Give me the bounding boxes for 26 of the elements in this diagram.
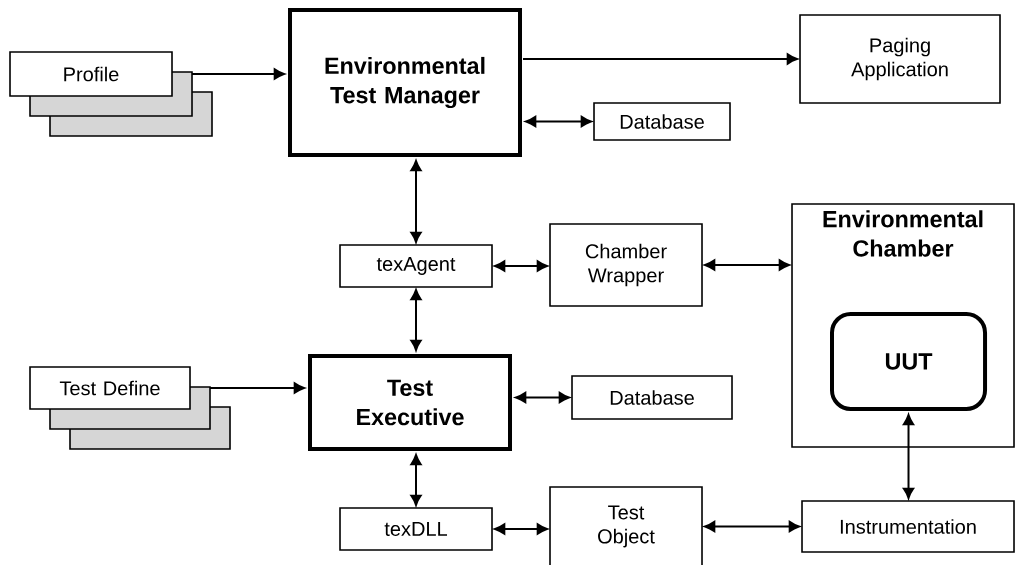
process-box: Database (593, 102, 731, 141)
arrow (522, 53, 798, 65)
process-box: texAgent (339, 244, 493, 288)
process-box: Database (571, 375, 733, 420)
document-stack: Profile (9, 51, 213, 137)
arrow (704, 259, 790, 271)
process-box: Paging Application (799, 14, 1001, 104)
process-box: Instrumentation (801, 500, 1015, 553)
arrow (494, 523, 548, 535)
arrow (902, 414, 915, 499)
arrow (525, 115, 592, 128)
process-box: Test Executive (308, 353, 512, 452)
document-stack: Test Define (29, 366, 231, 450)
arrow (209, 382, 305, 394)
process-box: Chamber Wrapper (549, 223, 703, 307)
arrow (515, 391, 570, 404)
arrow (704, 520, 800, 533)
arrow (410, 454, 422, 506)
arrow (410, 160, 422, 243)
arrow (410, 289, 422, 351)
rounded-box: UUT (830, 312, 988, 411)
arrow (494, 260, 548, 272)
arrow (191, 68, 285, 80)
process-box: Test Object (549, 486, 703, 565)
process-box: texDLL (339, 507, 493, 551)
process-box: Environmental Test Manager (288, 7, 522, 158)
